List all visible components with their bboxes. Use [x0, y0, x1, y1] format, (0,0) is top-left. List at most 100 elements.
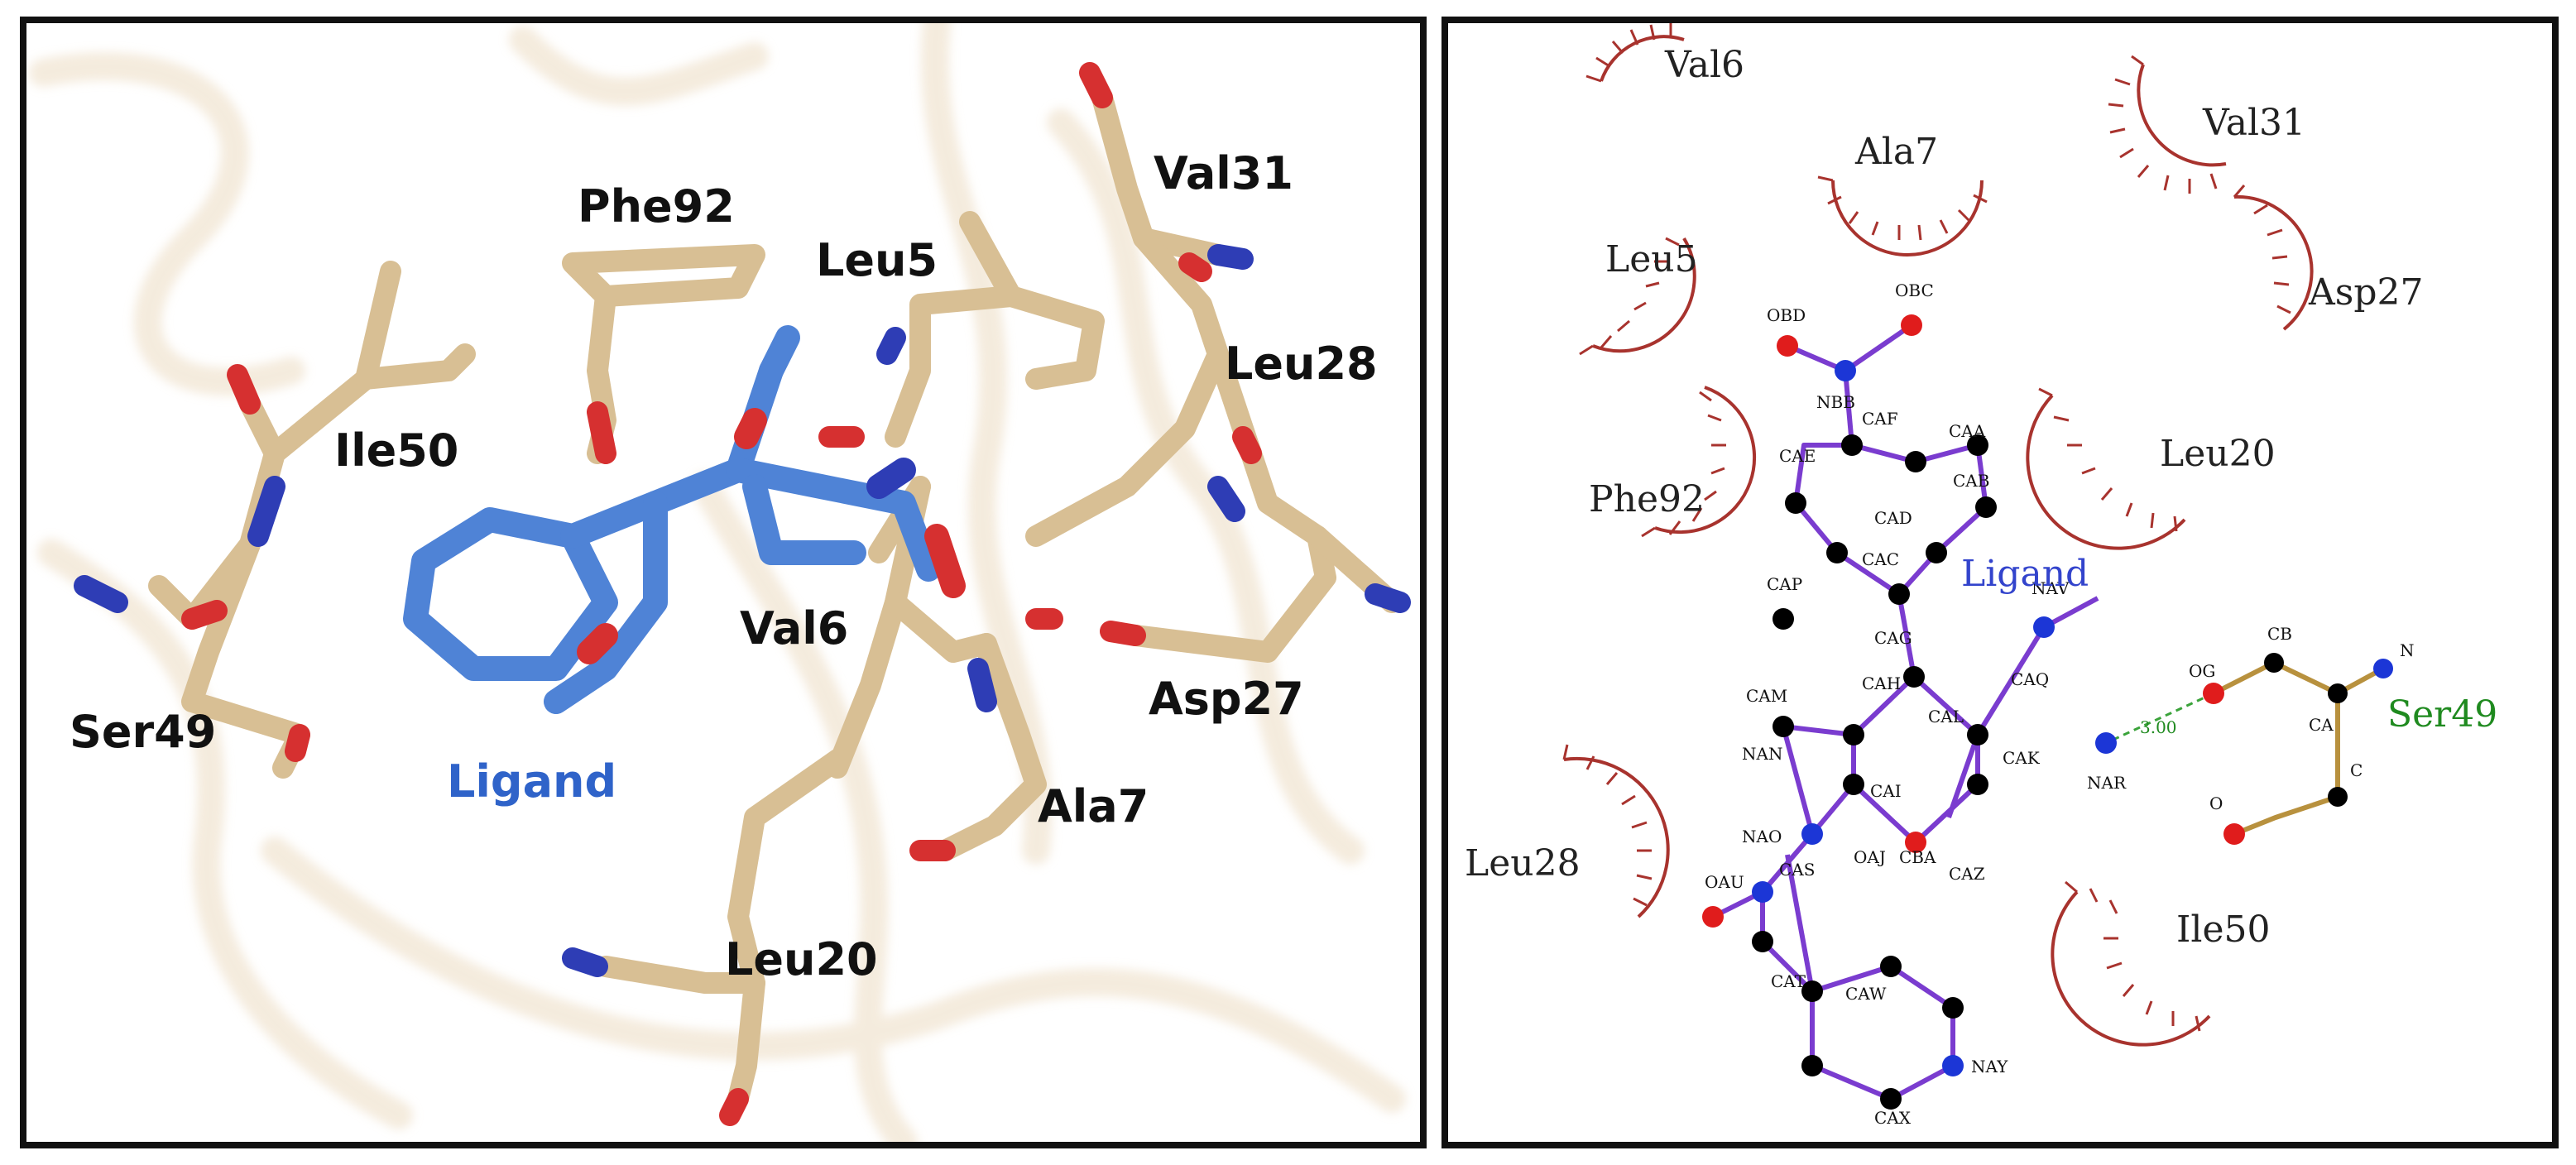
- ligand-label-2d: Ligand: [1961, 553, 2089, 595]
- nitrogen-atom: [2095, 732, 2117, 754]
- carbon-atom: [1903, 666, 1925, 688]
- residue-label-3d: Ala7: [1038, 780, 1149, 832]
- ser49-atom-labels: CB N OG CA C O: [2189, 624, 2415, 813]
- residue-label-3d: Ser49: [70, 706, 216, 758]
- atom-label: OAJ: [1854, 847, 1886, 867]
- residue-label-2d: Val6: [1664, 44, 1744, 86]
- atom-label: NAO: [1742, 827, 1782, 846]
- atom-label: CAL: [1928, 707, 1964, 726]
- atom-label: NAN: [1742, 744, 1782, 764]
- atom-label: CAE: [1779, 446, 1816, 466]
- atom-label: CAS: [1779, 860, 1815, 880]
- nitrogen-atom: [1835, 360, 1856, 381]
- residue-label-2d: Leu28: [1465, 842, 1581, 885]
- carbon-atom: [1975, 496, 1997, 518]
- ligand-atom-labels: OBD OBC NBB CAF CAE CAA CAB CAD CAC NAV …: [1705, 280, 2127, 1128]
- structure-3d-view: Phe92 Val31 Leu5 Leu28 Ile50 Val6 Asp27 …: [29, 23, 1411, 1142]
- carbon-atom: [2328, 683, 2348, 703]
- oxygen-atom: [1901, 314, 1922, 336]
- atom-label: CAK: [2003, 748, 2041, 768]
- residue-label-2d: Ile50: [2176, 909, 2270, 951]
- protein-cartoon: [29, 23, 1406, 1142]
- atom-label: NAY: [1971, 1057, 2008, 1076]
- residue-label-2d: Leu5: [1605, 238, 1698, 280]
- atom-label: CAB: [1953, 471, 1989, 491]
- atom-label: NAV: [2032, 578, 2070, 598]
- nitrogen-atom: [1942, 1055, 1964, 1076]
- carbon-atom: [1801, 1055, 1823, 1076]
- residue-labels-2d: Val6 Ala7 Val31 Leu5 Asp27 Leu20 Phe92 L…: [1465, 44, 2424, 951]
- residue-label-2d: Val31: [2202, 102, 2305, 144]
- nitrogen-atom: [2033, 616, 2055, 638]
- carbon-atom: [1905, 451, 1926, 472]
- ser49-bonds: [2212, 659, 2385, 837]
- ser49-atoms: [2203, 653, 2393, 845]
- oxygen-atom: [1702, 906, 1724, 928]
- residue-label-3d: Asp27: [1149, 673, 1304, 725]
- carbon-atom: [1826, 542, 1848, 563]
- atom-label: OBC: [1895, 280, 1934, 300]
- nitrogen-atom: [1752, 881, 1773, 903]
- atom-label: CAH: [1862, 674, 1901, 693]
- carbon-atom: [1967, 724, 1988, 746]
- hbond-residue-label: Ser49: [2387, 693, 2497, 736]
- oxygen-atom: [1777, 335, 1798, 357]
- carbon-atom: [1772, 608, 1794, 630]
- carbon-atom: [1926, 542, 1947, 563]
- residue-label-3d: Val31: [1154, 147, 1293, 199]
- atom-label: CAA: [1949, 421, 1986, 441]
- atom-label: CAM: [1746, 686, 1787, 706]
- carbon-atom: [1752, 931, 1773, 952]
- residue-label-3d: Leu20: [725, 933, 878, 985]
- nitrogen-atom: [2373, 659, 2393, 678]
- residue-label-3d: Leu5: [816, 234, 938, 286]
- atom-label: OAU: [1705, 872, 1744, 892]
- protein-sticks: [74, 62, 1411, 1126]
- carbon-atom: [1942, 997, 1964, 1019]
- residue-label-2d: Asp27: [2308, 271, 2424, 314]
- carbon-atom: [1880, 956, 1902, 977]
- residue-label-3d: Val6: [740, 602, 848, 654]
- ligand-atoms: [1702, 314, 2117, 1110]
- residue-label-3d: Phe92: [578, 180, 735, 233]
- carbon-atom: [2328, 787, 2348, 807]
- atom-label: CB: [2267, 624, 2292, 644]
- atom-label: OG: [2189, 661, 2215, 681]
- oxygen-atom: [2223, 823, 2245, 845]
- ligand-label-3d: Ligand: [447, 755, 616, 808]
- atom-label: N: [2400, 640, 2415, 660]
- carbon-atom: [1772, 716, 1794, 737]
- atom-label: CAZ: [1949, 864, 1985, 884]
- ligand-sticks: [403, 325, 966, 714]
- carbon-atom: [1888, 583, 1910, 605]
- atom-label: CBA: [1899, 847, 1936, 867]
- oxygen-atom: [2203, 683, 2224, 704]
- residue-label-2d: Ala7: [1854, 131, 1938, 173]
- residue-label-2d: Leu20: [2160, 433, 2276, 475]
- atom-label: CA: [2309, 715, 2334, 735]
- carbon-atom: [1841, 434, 1863, 456]
- carbon-atom: [2264, 653, 2284, 673]
- carbon-atom: [1880, 1088, 1902, 1110]
- carbon-atom: [1801, 980, 1823, 1002]
- carbon-atom: [1967, 774, 1988, 795]
- atom-label: CAP: [1767, 574, 1802, 594]
- atom-label: OBD: [1767, 305, 1806, 325]
- atom-label: CAG: [1874, 628, 1912, 648]
- carbon-atom: [1843, 774, 1864, 795]
- hbond-line: [2105, 692, 2214, 745]
- residue-labels-3d: Phe92 Val31 Leu5 Leu28 Ile50 Val6 Asp27 …: [70, 147, 1378, 985]
- atom-label: CAI: [1870, 781, 1902, 801]
- hydrophobic-arcs: [1562, 23, 2314, 1047]
- atom-label: CAQ: [2011, 669, 2049, 689]
- residue-label-3d: Leu28: [1225, 338, 1378, 390]
- nitrogen-atom: [1801, 823, 1823, 845]
- oxygen-atom: [1905, 832, 1926, 853]
- hbond-distance: 3.00: [2140, 717, 2177, 737]
- atom-label: NAR: [2087, 773, 2127, 793]
- residue-label-3d: Ile50: [334, 424, 458, 477]
- atom-label: C: [2350, 760, 2363, 780]
- atom-label: CAD: [1874, 508, 1912, 528]
- atom-label: CAX: [1874, 1108, 1912, 1128]
- atom-label: CAW: [1845, 984, 1887, 1004]
